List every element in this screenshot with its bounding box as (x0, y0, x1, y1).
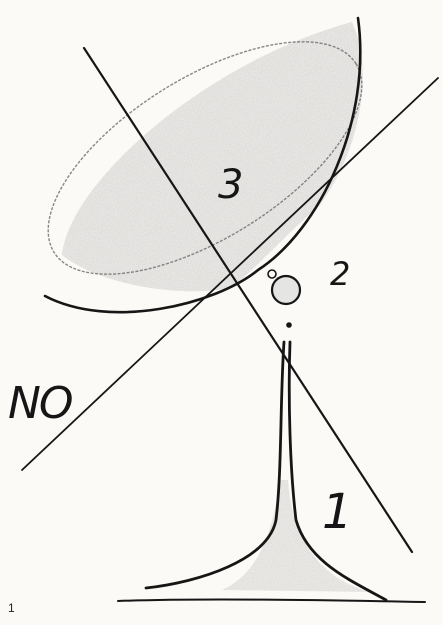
label-no: NO (8, 378, 72, 429)
small-bubble (268, 270, 276, 278)
label-two: 2 (330, 255, 350, 293)
ground-line (118, 599, 425, 602)
label-three: 3 (218, 162, 243, 208)
label-one: 1 (322, 484, 353, 540)
bowl-shading (62, 22, 363, 291)
page-number: 1 (8, 601, 15, 615)
bubble (272, 276, 300, 304)
drop-mark (286, 322, 292, 328)
